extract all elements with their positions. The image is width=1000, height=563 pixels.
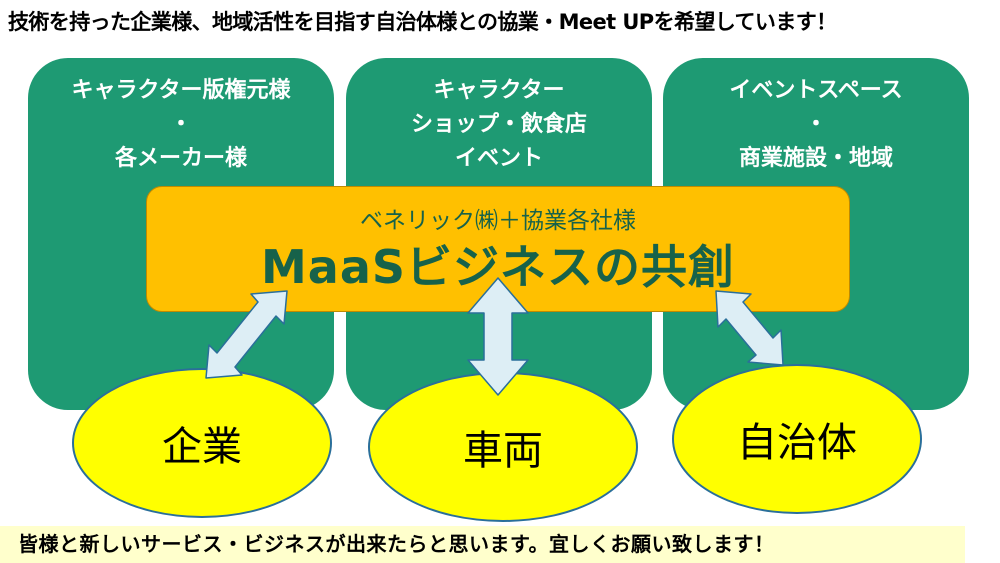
partner-line: イベントスペース — [729, 78, 903, 103]
partner-line: キャラクター — [433, 78, 565, 103]
core-maas-box: ベネリック㈱＋協業各社様 MaaSビジネスの共創 — [146, 186, 850, 312]
target-ellipse-municipality: 自治体 — [672, 364, 922, 514]
partner-line: ・ — [169, 112, 192, 137]
core-subtitle: ベネリック㈱＋協業各社様 — [360, 208, 636, 234]
target-label: 自治体 — [737, 420, 857, 466]
header-banner: 技術を持った企業様、地域活性を目指す自治体様との協業・Meet UPを希望してい… — [8, 10, 837, 34]
target-ellipse-company: 企業 — [72, 368, 332, 518]
partner-line: ・ — [804, 112, 827, 137]
partner-line: 各メーカー様 — [114, 146, 247, 171]
partner-line: キャラクター版権元様 — [71, 78, 291, 103]
partner-line: ショップ・飲食店 — [410, 112, 587, 137]
target-ellipse-vehicle: 車両 — [368, 372, 638, 522]
partner-line: 商業施設・地域 — [738, 146, 893, 171]
footer-banner: 皆様と新しいサービス・ビジネスが出来たらと思います。宜しくお願い致します！ — [0, 526, 965, 563]
target-label: 車両 — [463, 428, 543, 474]
target-label: 企業 — [162, 424, 242, 470]
core-title: MaaSビジネスの共創 — [261, 240, 735, 294]
partner-line: イベント — [454, 146, 543, 171]
